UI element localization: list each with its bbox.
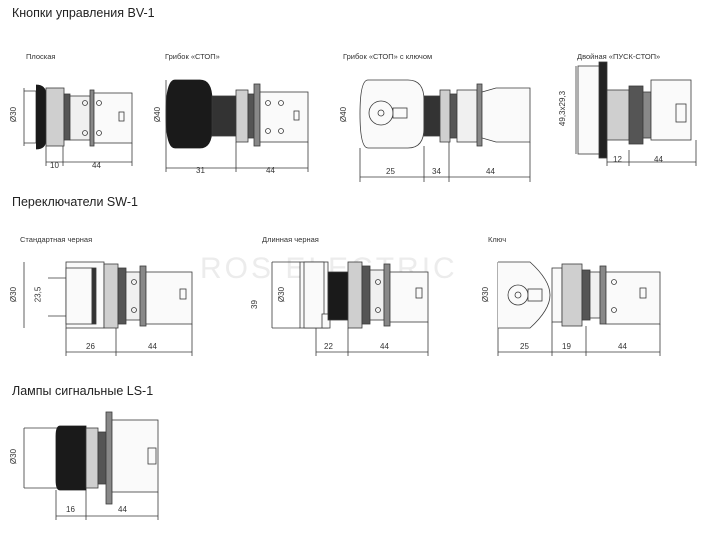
dim-double-d2: 44 [654,155,663,164]
dim-long-diameter: Ø30 [277,286,287,303]
caption-key: Ключ [488,235,507,244]
dim-mushroom-key-d2: 34 [432,167,441,176]
dim-lamp-d2: 44 [118,505,127,514]
section-title-bv1: Кнопки управления BV-1 [12,6,155,20]
dim-long-height: 39 [249,300,259,309]
dim-mushroom-key-diameter: Ø40 [339,106,349,123]
caption-double: Двойная «ПУСК-СТОП» [577,52,661,61]
dim-flat-d2: 44 [92,161,101,170]
dim-key-d1: 25 [520,342,529,351]
dim-lamp-diameter: Ø30 [9,448,19,465]
drawing-standard [23,261,193,356]
dim-key-d3: 44 [618,342,627,351]
dim-mushroom-diameter: Ø40 [153,106,163,123]
dim-mushroom-key-d1: 25 [386,167,395,176]
dim-mushroom-d2: 44 [266,166,275,175]
dim-flat-diameter: Ø30 [9,106,19,123]
drawing-mushroom-key [359,79,531,182]
caption-mushroom-key: Грибок «СТОП» с ключом [343,52,433,61]
drawing-long [271,261,429,356]
dim-double-d1: 12 [613,155,622,164]
dim-key-d2: 19 [562,342,571,351]
dim-lamp-d1: 16 [66,505,75,514]
drawing-key [497,261,661,356]
dim-standard-d1: 26 [86,342,95,351]
caption-flat: Плоская [26,52,56,61]
dim-standard-inner: 23,5 [33,286,43,303]
dim-mushroom-d1: 31 [196,166,205,175]
section-title-sw1: Переключатели SW-1 [12,195,138,209]
drawing-flat [23,84,133,166]
drawing-mushroom [165,79,309,172]
dim-key-diameter: Ø30 [481,286,491,303]
dim-mushroom-key-d3: 44 [486,167,495,176]
dim-standard-d2: 44 [148,342,157,351]
caption-mushroom: Грибок «СТОП» [165,52,220,61]
drawing-double [575,61,697,166]
caption-standard: Стандартная черная [20,235,93,244]
dim-double-size: 49,3x29,3 [558,90,568,127]
dim-long-d1: 22 [324,342,333,351]
dim-flat-d1: 10 [50,161,59,170]
drawing-lamp [23,411,159,520]
dim-long-d2: 44 [380,342,389,351]
section-title-ls1: Лампы сигнальные LS-1 [12,384,154,398]
caption-long: Длинная черная [262,235,319,244]
dim-standard-diameter: Ø30 [9,286,19,303]
